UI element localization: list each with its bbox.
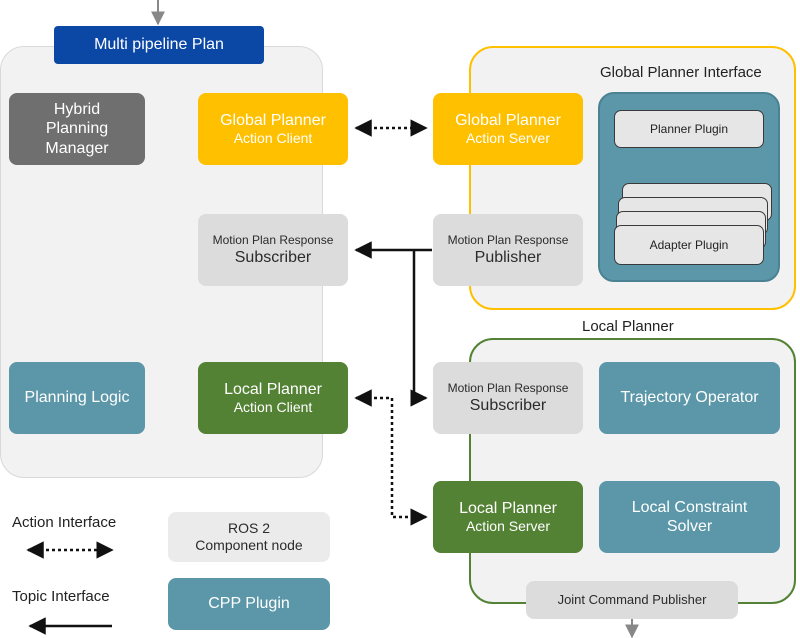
hybrid-planning-manager-label: Hybrid Planning Manager	[45, 101, 109, 157]
legend-ros-node-box: ROS 2 Component node	[168, 512, 330, 562]
local-constraint-solver-label: Local Constraint Solver	[631, 498, 748, 535]
global-planner-action-server-box: Global Planner Action Server	[433, 93, 583, 165]
legend-cpp-plugin-box: CPP Plugin	[168, 578, 330, 630]
left-sub-line1: Motion Plan Response	[212, 233, 334, 248]
legend-ros-node-label: ROS 2 Component node	[195, 520, 303, 553]
local-sub-line1: Motion Plan Response	[447, 381, 569, 396]
local-sub-line2: Subscriber	[469, 396, 547, 414]
legend-action-label: Action Interface	[12, 514, 117, 531]
local-constraint-solver-box: Local Constraint Solver	[599, 481, 780, 553]
local-planner-action-server-box: Local Planner Action Server	[433, 481, 583, 553]
global-server-line1: Global Planner	[455, 112, 561, 129]
motion-plan-response-subscriber-box: Motion Plan Response Subscriber	[198, 214, 348, 286]
motion-plan-response-publisher-box: Motion Plan Response Publisher	[433, 214, 583, 286]
local-server-line1: Local Planner	[459, 500, 557, 517]
hybrid-planning-manager-box: Hybrid Planning Manager	[9, 93, 145, 165]
multi-pipeline-plan-box: Multi pipeline Plan	[54, 26, 264, 64]
joint-command-publisher-box: Joint Command Publisher	[526, 581, 738, 619]
publisher-line2: Publisher	[474, 248, 542, 266]
local-server-line2: Action Server	[465, 518, 551, 535]
left-sub-line2: Subscriber	[234, 248, 312, 266]
planning-logic-box: Planning Logic	[9, 362, 145, 434]
trajectory-operator-box: Trajectory Operator	[599, 362, 780, 434]
publisher-line1: Motion Plan Response	[447, 233, 569, 248]
global-client-line1: Global Planner	[220, 112, 326, 129]
global-server-line2: Action Server	[465, 130, 551, 147]
publisher-to-local-sub	[410, 250, 428, 407]
local-motion-plan-response-subscriber-box: Motion Plan Response Subscriber	[433, 362, 583, 434]
planner-plugin-box: Planner Plugin	[614, 110, 764, 148]
global-client-line2: Action Client	[233, 130, 313, 147]
local-planner-title: Local Planner	[582, 318, 674, 335]
global-interface-title: Global Planner Interface	[600, 64, 762, 81]
local-client-line2: Action Client	[233, 399, 313, 416]
legend-topic-label: Topic Interface	[12, 588, 110, 605]
local-action-link	[354, 389, 428, 526]
local-planner-action-client-box: Local Planner Action Client	[198, 362, 348, 434]
local-client-line1: Local Planner	[224, 381, 322, 398]
global-planner-action-client-box: Global Planner Action Client	[198, 93, 348, 165]
adapter-plugin-box: Adapter Plugin	[614, 225, 764, 265]
